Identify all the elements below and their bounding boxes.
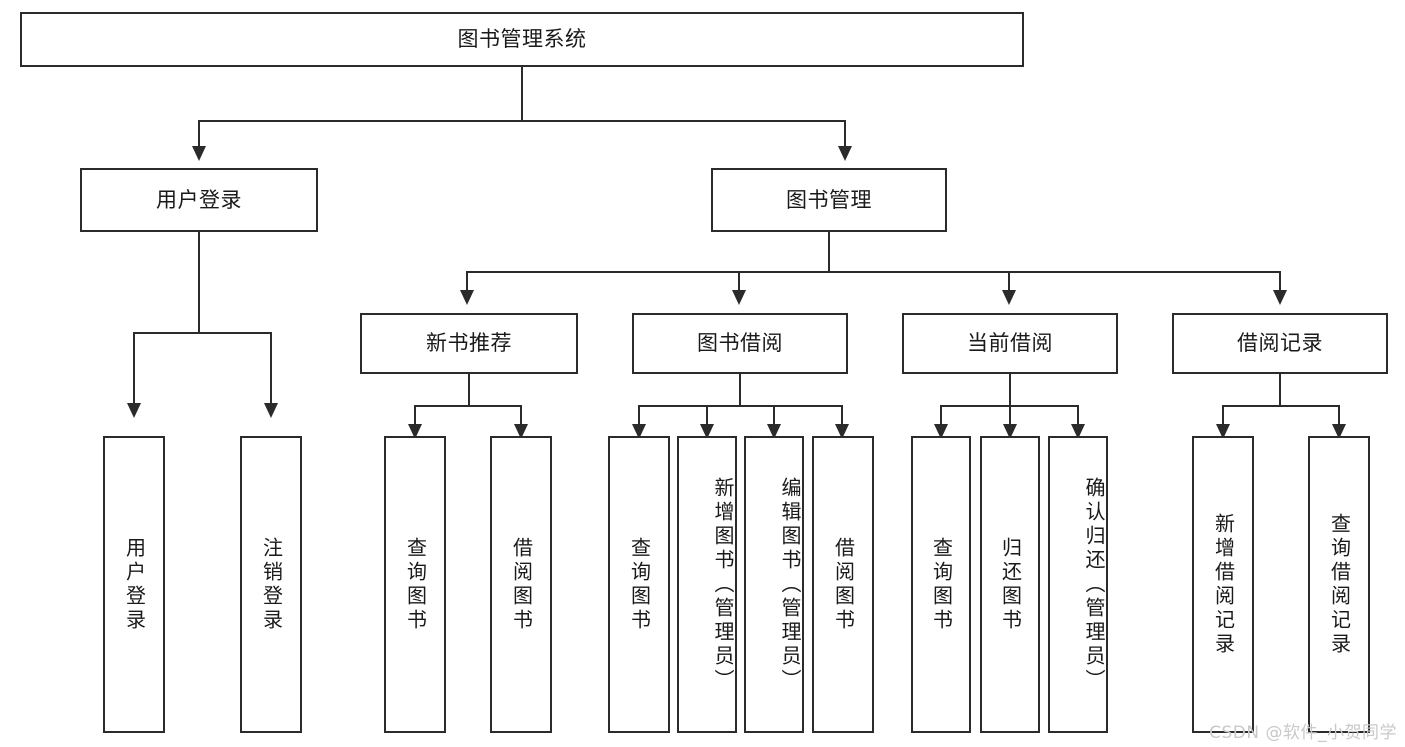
connector-root-to-book-management — [844, 120, 846, 148]
connector-current-borrow-leaf-1 — [940, 405, 942, 426]
arrowhead-root-to-user-login — [192, 146, 206, 161]
connector-current-borrow-leaf-3 — [1077, 405, 1079, 426]
arrowhead-new-book-leaf-2 — [514, 424, 528, 439]
connector-user-login-stem — [198, 232, 200, 333]
arrowhead-book-borrow-leaf-4 — [835, 424, 849, 439]
leaf-borrow-record-query-record[interactable]: 查询借阅记录 — [1308, 436, 1370, 733]
node-root-book-management-system[interactable]: 图书管理系统 — [20, 12, 1024, 67]
connector-root-stem — [521, 67, 523, 121]
leaf-new-book-borrow-book[interactable]: 借阅图书 — [490, 436, 552, 733]
connector-book-borrow-bus — [638, 405, 843, 407]
connector-root-bus — [198, 120, 845, 122]
node-current-borrow[interactable]: 当前借阅 — [902, 313, 1118, 374]
arrowhead-bm-to-new-book — [460, 290, 474, 305]
connector-new-book-leaf-1 — [414, 405, 416, 426]
leaf-book-borrow-add-book-admin[interactable]: 新增图书（管理员） — [677, 436, 737, 733]
connector-book-borrow-leaf-2 — [706, 405, 708, 426]
connector-current-borrow-stem — [1009, 374, 1011, 406]
node-book-management[interactable]: 图书管理 — [711, 168, 947, 232]
leaf-book-borrow-borrow-book[interactable]: 借阅图书 — [812, 436, 874, 733]
connector-bm-to-current-borrow — [1008, 271, 1010, 292]
leaf-current-borrow-return-book[interactable]: 归还图书 — [980, 436, 1040, 733]
arrowhead-book-borrow-leaf-3 — [767, 424, 781, 439]
connector-book-management-bus — [466, 271, 1281, 273]
leaf-book-borrow-edit-book-admin[interactable]: 编辑图书（管理员） — [744, 436, 804, 733]
arrowhead-root-to-book-management — [838, 146, 852, 161]
leaf-current-borrow-query-book[interactable]: 查询图书 — [911, 436, 971, 733]
arrowhead-bm-to-book-borrow — [732, 290, 746, 305]
arrowhead-user-login-leaf-1 — [127, 403, 141, 418]
connector-borrow-record-stem — [1279, 374, 1281, 406]
arrowhead-current-borrow-leaf-1 — [934, 424, 948, 439]
leaf-user-login-logout[interactable]: 注销登录 — [240, 436, 302, 733]
arrowhead-borrow-record-leaf-1 — [1216, 424, 1230, 439]
connector-borrow-record-leaf-2 — [1338, 405, 1340, 426]
connector-book-borrow-leaf-4 — [841, 405, 843, 426]
connector-root-to-user-login — [198, 120, 200, 148]
leaf-borrow-record-add-record[interactable]: 新增借阅记录 — [1192, 436, 1254, 733]
arrowhead-current-borrow-leaf-3 — [1071, 424, 1085, 439]
arrowhead-new-book-leaf-1 — [408, 424, 422, 439]
connector-bm-to-borrow-record — [1279, 271, 1281, 292]
connector-new-book-bus — [414, 405, 522, 407]
node-borrow-record[interactable]: 借阅记录 — [1172, 313, 1388, 374]
arrowhead-book-borrow-leaf-1 — [632, 424, 646, 439]
arrowhead-bm-to-current-borrow — [1002, 290, 1016, 305]
node-book-borrow[interactable]: 图书借阅 — [632, 313, 848, 374]
connector-current-borrow-leaf-2 — [1009, 405, 1011, 426]
leaf-new-book-query-book[interactable]: 查询图书 — [384, 436, 446, 733]
leaf-user-login-login[interactable]: 用户登录 — [103, 436, 165, 733]
connector-book-borrow-leaf-3 — [773, 405, 775, 426]
connector-bm-to-book-borrow — [738, 271, 740, 292]
connector-user-login-to-leaf-1 — [133, 332, 135, 405]
leaf-current-borrow-confirm-return-admin[interactable]: 确认归还（管理员） — [1048, 436, 1108, 733]
connector-user-login-to-leaf-2 — [270, 332, 272, 405]
node-new-book-recommend[interactable]: 新书推荐 — [360, 313, 578, 374]
connector-book-borrow-leaf-1 — [638, 405, 640, 426]
arrowhead-borrow-record-leaf-2 — [1332, 424, 1346, 439]
node-user-login[interactable]: 用户登录 — [80, 168, 318, 232]
connector-borrow-record-leaf-1 — [1222, 405, 1224, 426]
connector-new-book-stem — [468, 374, 470, 406]
connector-user-login-bus — [133, 332, 271, 334]
connector-bm-to-new-book — [466, 271, 468, 292]
arrowhead-bm-to-borrow-record — [1273, 290, 1287, 305]
leaf-book-borrow-query-book[interactable]: 查询图书 — [608, 436, 670, 733]
arrowhead-current-borrow-leaf-2 — [1003, 424, 1017, 439]
arrowhead-book-borrow-leaf-2 — [700, 424, 714, 439]
connector-borrow-record-bus — [1222, 405, 1340, 407]
arrowhead-user-login-leaf-2 — [264, 403, 278, 418]
connector-book-management-stem — [828, 232, 830, 272]
connector-new-book-leaf-2 — [520, 405, 522, 426]
connector-book-borrow-stem — [739, 374, 741, 406]
